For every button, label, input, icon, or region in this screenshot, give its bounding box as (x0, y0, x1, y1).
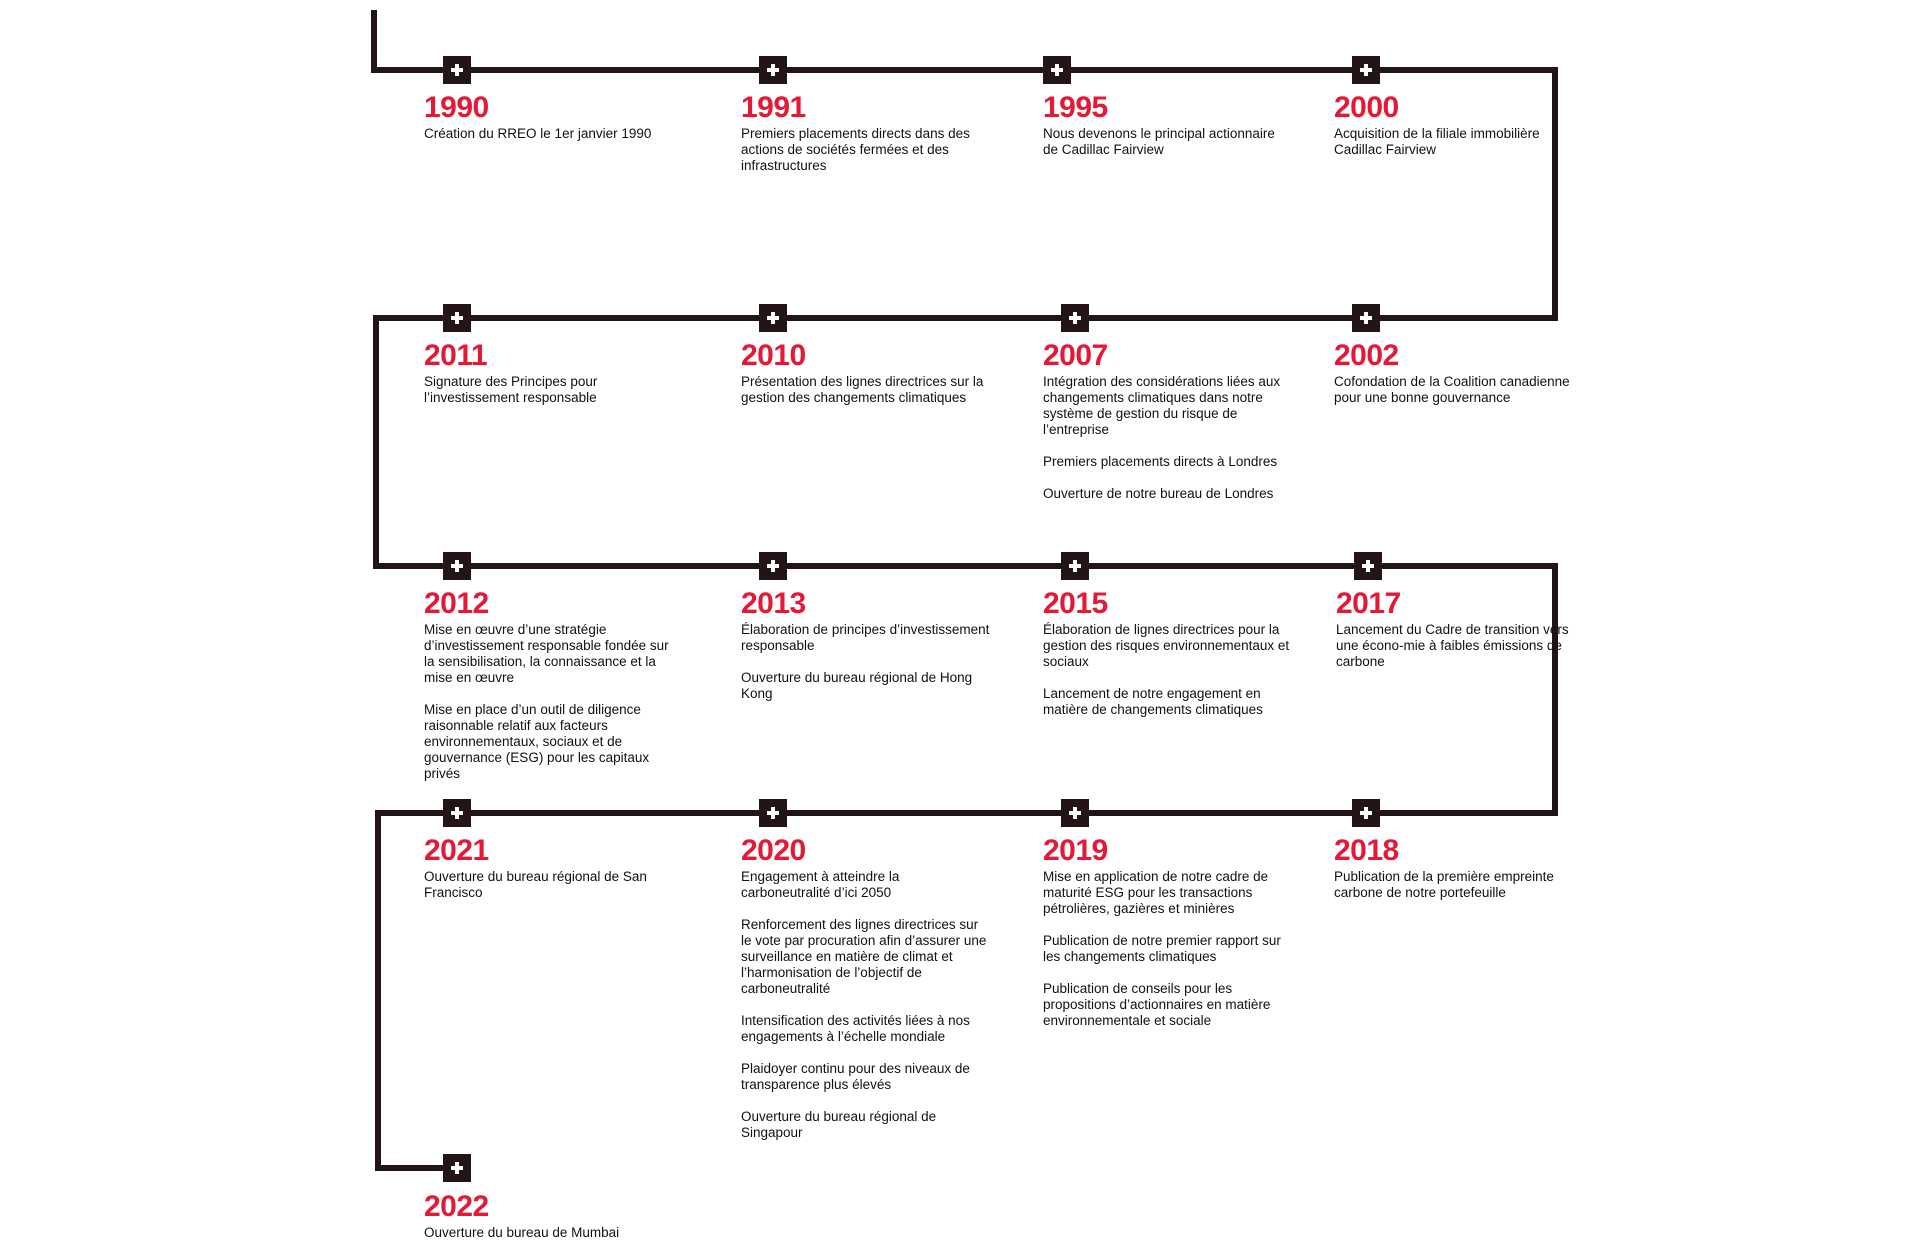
milestone-events: Signature des Principes pour l’investiss… (424, 374, 674, 406)
milestone-year: 2013 (741, 587, 806, 620)
milestone-event: Ouverture de notre bureau de Londres (1043, 486, 1274, 501)
milestone-event: Ouverture du bureau régional de Hong Kon… (741, 670, 973, 701)
plus-icon (1061, 552, 1089, 580)
milestone-events: Acquisition de la filiale immobilière Ca… (1334, 126, 1584, 158)
plus-icon (443, 304, 471, 332)
plus-icon (759, 56, 787, 84)
milestone-year: 2018 (1334, 834, 1399, 867)
milestone-year: 2015 (1043, 587, 1108, 620)
plus-icon (759, 304, 787, 332)
milestone-event: Élaboration de lignes directrices pour l… (1043, 622, 1290, 669)
plus-icon (443, 56, 471, 84)
milestone-event: Nous devenons le principal actionnaire d… (1043, 126, 1275, 157)
milestone-event: Renforcement des lignes directrices sur … (741, 917, 987, 996)
plus-icon (1354, 552, 1382, 580)
milestone-events: Ouverture du bureau régional de San Fran… (424, 869, 674, 901)
milestone-year: 2017 (1336, 587, 1401, 620)
milestone-events: Intégration des considérations liées aux… (1043, 374, 1293, 502)
plus-icon (759, 799, 787, 827)
plus-icon (1043, 56, 1071, 84)
milestone-year: 1995 (1043, 91, 1108, 124)
milestone-event: Premiers placements directs à Londres (1043, 454, 1278, 469)
plus-icon (1061, 799, 1089, 827)
milestone-event: Publication de conseils pour les proposi… (1043, 981, 1271, 1028)
milestone-event: Plaidoyer continu pour des niveaux de tr… (741, 1061, 970, 1092)
plus-icon (1352, 304, 1380, 332)
milestone-event: Acquisition de la filiale immobilière Ca… (1334, 126, 1540, 157)
milestone-events: Engagement à atteindre la carboneutralit… (741, 869, 991, 1141)
timeline-line (371, 10, 1558, 1171)
milestone-event: Ouverture du bureau de Mumbai (424, 1225, 620, 1240)
milestone-event: Ouverture du bureau régional de Singapou… (741, 1109, 937, 1140)
milestone-events: Nous devenons le principal actionnaire d… (1043, 126, 1293, 158)
milestone-events: Élaboration de lignes directrices pour l… (1043, 622, 1293, 718)
milestone-year: 2000 (1334, 91, 1399, 124)
milestone-event: Ouverture du bureau régional de San Fran… (424, 869, 647, 900)
milestone-event: Cofondation de la Coalition canadienne p… (1334, 374, 1570, 405)
plus-icon (443, 1154, 471, 1182)
milestone-year: 2021 (424, 834, 489, 867)
milestone-events: Présentation des lignes directrices sur … (741, 374, 991, 406)
milestone-event: Mise en application de notre cadre de ma… (1043, 869, 1269, 916)
milestone-events: Ouverture du bureau de Mumbai (424, 1225, 674, 1241)
milestone-year: 2020 (741, 834, 806, 867)
milestone-events: Mise en application de notre cadre de ma… (1043, 869, 1293, 1029)
milestone-events: Premiers placements directs dans des act… (741, 126, 991, 174)
milestone-event: Création du RREO le 1er janvier 1990 (424, 126, 652, 141)
milestone-event: Premiers placements directs dans des act… (741, 126, 970, 173)
plus-icon (1352, 799, 1380, 827)
milestone-event: Présentation des lignes directrices sur … (741, 374, 984, 405)
milestone-year: 2019 (1043, 834, 1108, 867)
milestone-event: Publication de notre premier rapport sur… (1043, 933, 1281, 964)
milestone-events: Mise en œuvre d’une stratégie d’investis… (424, 622, 674, 782)
milestone-year: 2010 (741, 339, 806, 372)
plus-icon (759, 552, 787, 580)
milestone-year: 2012 (424, 587, 489, 620)
milestone-event: Élaboration de principes d’investissemen… (741, 622, 990, 653)
milestone-year: 1991 (741, 91, 806, 124)
plus-icon (443, 799, 471, 827)
milestone-year: 2002 (1334, 339, 1399, 372)
milestone-event: Intensification des activités liées à no… (741, 1013, 970, 1044)
milestone-event: Lancement de notre engagement en matière… (1043, 686, 1263, 717)
milestone-event: Engagement à atteindre la carboneutralit… (741, 869, 900, 900)
milestone-event: Publication de la première empreinte car… (1334, 869, 1554, 900)
milestone-year: 2011 (424, 339, 488, 372)
plus-icon (443, 552, 471, 580)
plus-icon (1352, 56, 1380, 84)
milestone-event: Signature des Principes pour l’investiss… (424, 374, 598, 405)
milestone-event: Lancement du Cadre de transition vers un… (1336, 622, 1569, 669)
milestone-events: Publication de la première empreinte car… (1334, 869, 1584, 901)
milestone-events: Élaboration de principes d’investissemen… (741, 622, 991, 702)
milestone-events: Lancement du Cadre de transition vers un… (1336, 622, 1586, 670)
milestone-event: Intégration des considérations liées aux… (1043, 374, 1281, 437)
milestone-events: Création du RREO le 1er janvier 1990 (424, 126, 674, 142)
milestone-year: 1990 (424, 91, 489, 124)
milestone-event: Mise en place d’un outil de diligence ra… (424, 702, 650, 781)
milestone-event: Mise en œuvre d’une stratégie d’investis… (424, 622, 669, 685)
milestone-year: 2007 (1043, 339, 1108, 372)
plus-icon (1061, 304, 1089, 332)
milestone-year: 2022 (424, 1190, 489, 1223)
milestone-events: Cofondation de la Coalition canadienne p… (1334, 374, 1584, 406)
